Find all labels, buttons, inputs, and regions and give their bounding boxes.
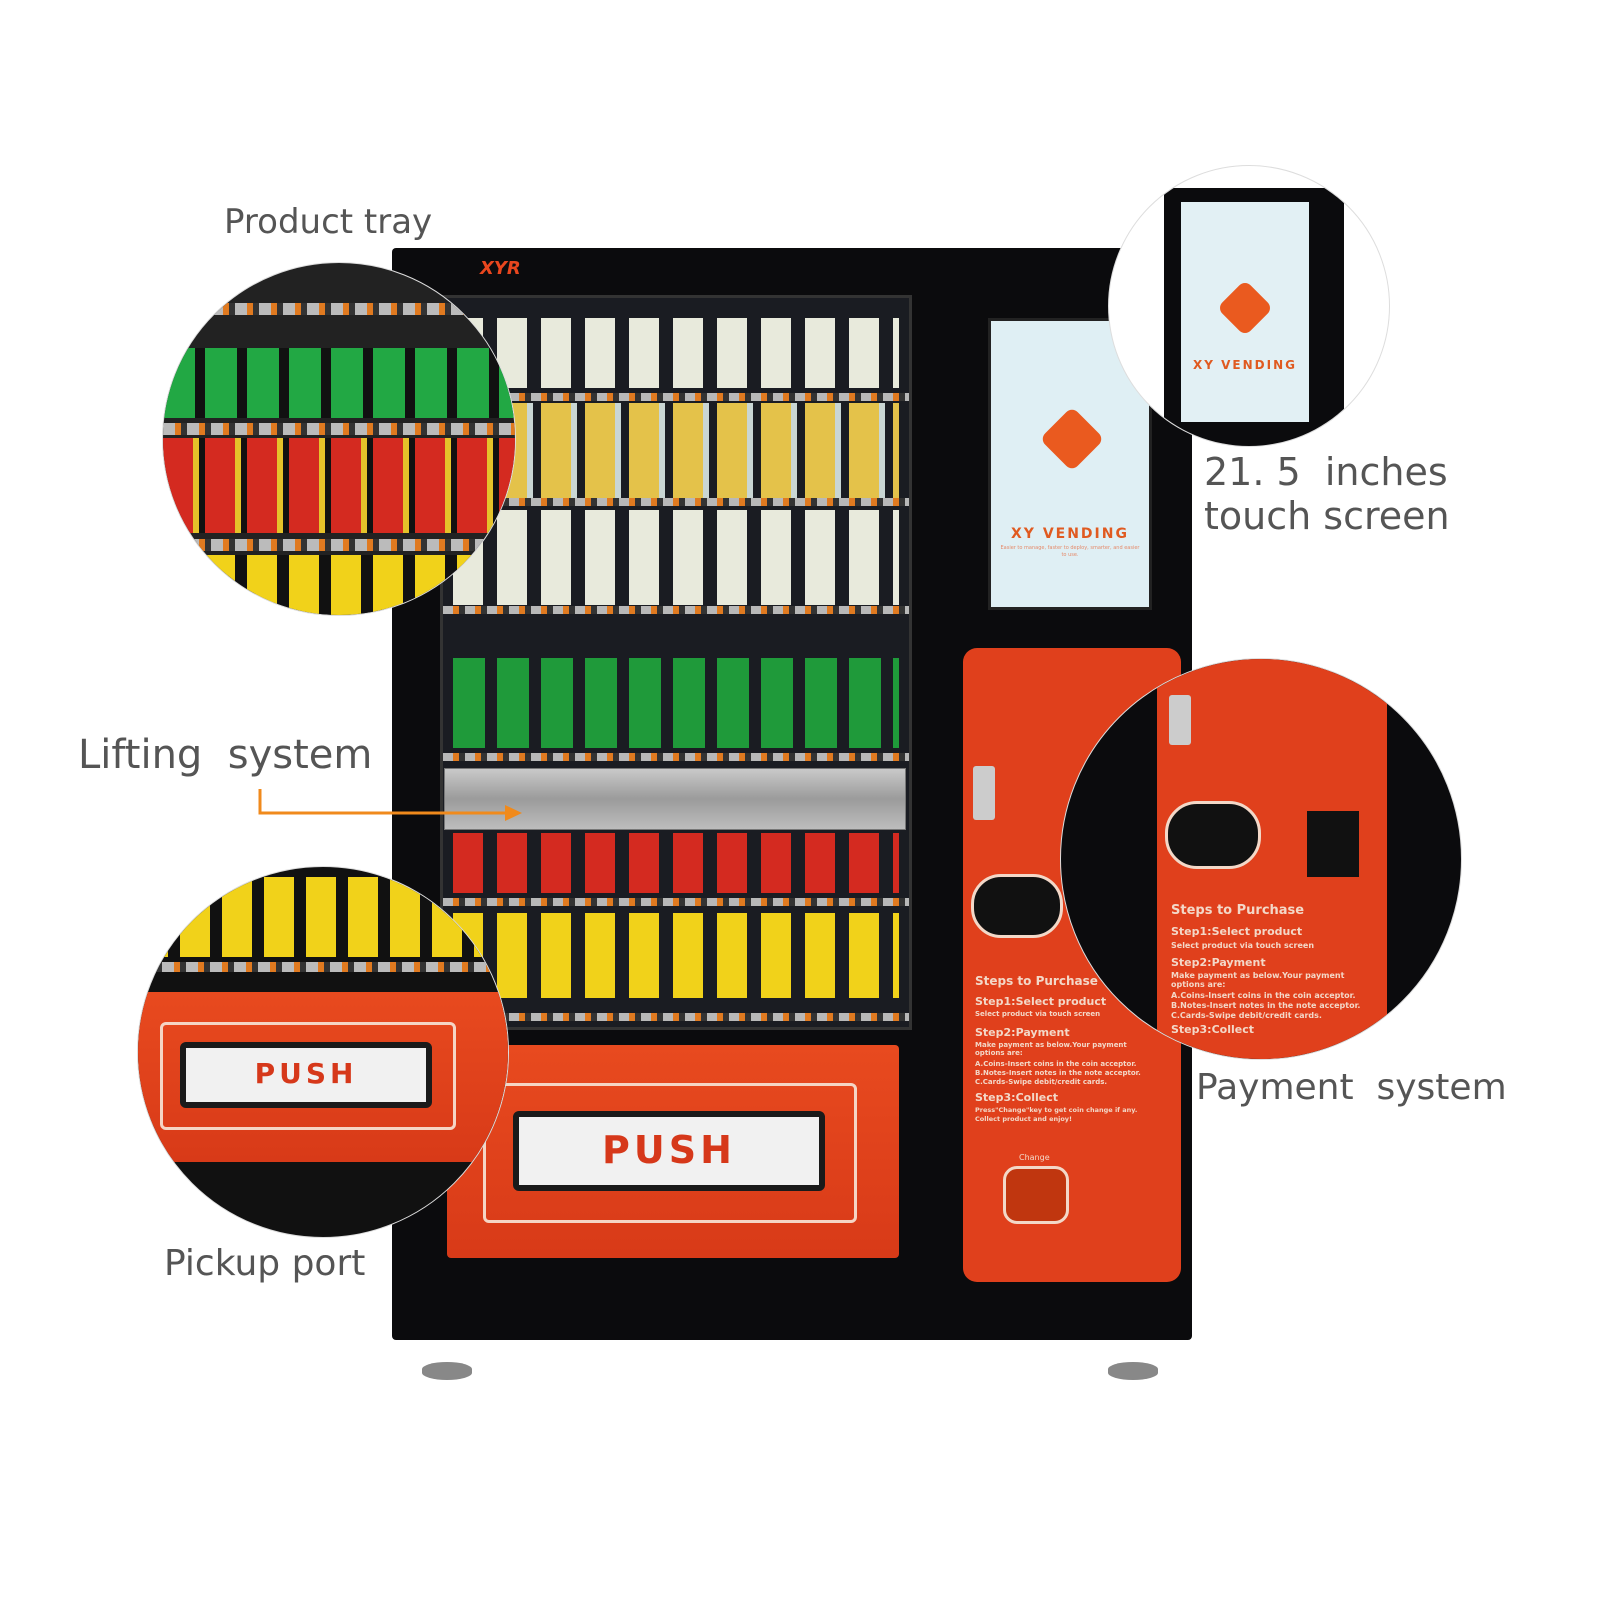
screen-title: XY VENDING [1011,526,1129,542]
coin-slot[interactable] [971,874,1063,938]
card-reader [1307,811,1359,877]
option-a: A.Coins-Insert coins in the coin accepto… [975,1060,1137,1068]
touch-screen[interactable]: XY VENDING Easier to manage, faster to d… [988,318,1152,610]
lifting-platform [444,768,906,830]
screen-subtitle: Easier to manage, faster to deploy, smar… [1000,545,1140,558]
step1-title: Step1:Select product [975,995,1107,1008]
product-row [453,658,899,748]
step3-text2: Collect product and enjoy! [975,1115,1073,1123]
change-button[interactable] [1003,1166,1069,1224]
pickup-port[interactable]: PUSH [447,1045,899,1258]
product-tray [443,898,909,906]
machine-foot [422,1362,472,1380]
step3-text: Press"Change"key to get coin change if a… [975,1106,1138,1114]
product-tray [443,606,909,614]
touch-screen-label: 21. 5 inches touch screen [1204,450,1450,538]
product-tray [443,1013,909,1021]
zoomed-screen: XY VENDING [1181,202,1309,422]
zoom-steps-heading: Steps to Purchase [1171,903,1305,918]
option-c: C.Cards-Swipe debit/credit cards. [975,1078,1108,1086]
lock-icon [973,766,995,820]
payment-system-zoom-circle: Steps to Purchase Step1:Select product S… [1060,658,1462,1060]
zoom-step2-title: Step2:Payment [1171,956,1266,969]
change-label: Change [1019,1153,1050,1162]
product-tray [443,753,909,761]
product-tray [443,393,909,401]
zoom-option-a: A.Coins-Insert coins in the coin accepto… [1171,991,1356,1000]
arrow-icon [258,789,522,821]
product-tray-label: Product tray [224,202,433,242]
pickup-port-zoom-circle: PUSH [137,866,509,1238]
payment-system-label: Payment system [1196,1067,1507,1108]
lifting-system-label: Lifting system [78,732,373,778]
push-button[interactable]: PUSH [513,1111,825,1191]
zoom-step2-text: Make payment as below.Your payment optio… [1171,971,1345,989]
product-row [453,833,899,893]
step2-title: Step2:Payment [975,1026,1070,1039]
step1-text: Select product via touch screen [975,1010,1101,1018]
zoom-step1-text: Select product via touch screen [1171,941,1315,950]
screen-logo-icon [1216,279,1274,337]
lock-icon [1169,695,1191,745]
brand-logo: XYR [480,258,521,279]
zoomed-screen-title: XY VENDING [1193,358,1297,372]
step3-title: Step3:Collect [975,1091,1058,1104]
product-row [453,913,899,998]
zoom-step3-title: Step3:Collect [1171,1023,1254,1036]
product-tray [443,498,909,506]
product-display-window [440,295,912,1030]
product-row [453,318,899,388]
product-row [453,510,899,605]
zoomed-push-button: PUSH [180,1042,432,1108]
steps-heading: Steps to Purchase [975,974,1098,988]
product-tray-zoom-circle [162,262,516,616]
step2-text: Make payment as below.Your payment optio… [975,1041,1127,1057]
machine-foot [1108,1362,1158,1380]
zoom-step1-title: Step1:Select product [1171,925,1303,938]
product-row [453,403,899,498]
pickup-port-label: Pickup port [164,1243,366,1284]
zoom-option-b: B.Notes-Insert notes in the note accepto… [1171,1001,1361,1010]
touch-screen-zoom-circle: XY VENDING [1108,165,1390,447]
zoom-option-c: C.Cards-Swipe debit/credit cards. [1171,1011,1322,1020]
coin-slot [1165,801,1261,869]
screen-logo-icon [1039,406,1105,472]
option-b: B.Notes-Insert notes in the note accepto… [975,1069,1141,1077]
